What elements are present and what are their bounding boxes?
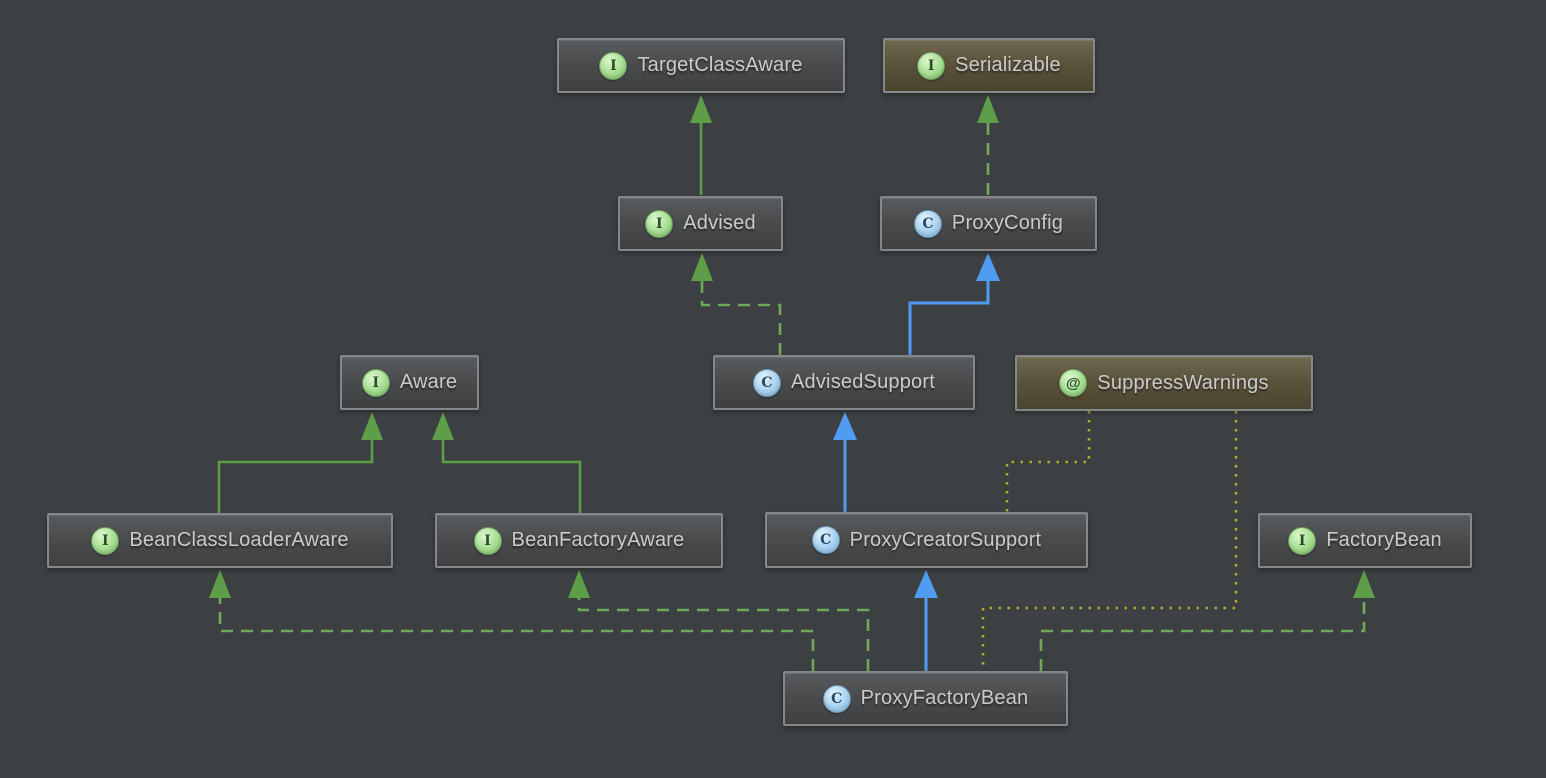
class-node-suppresswarnings[interactable]: @ SuppressWarnings <box>1015 355 1313 411</box>
interface-icon: I <box>645 209 674 238</box>
class-name-label: TargetClassAware <box>637 54 803 76</box>
class-icon: C <box>752 368 781 397</box>
class-name-label: AdvisedSupport <box>790 371 935 393</box>
class-node-beanfactoryaware[interactable]: I BeanFactoryAware <box>435 513 723 568</box>
edge-beanclassloaderaware-extends-aware[interactable] <box>217 412 383 513</box>
edge-proxycreatorsupport-extends-advisedsupport[interactable] <box>833 412 857 513</box>
edge-proxyfactorybean-implements-beanclassloaderaware[interactable] <box>209 570 815 671</box>
class-name-label: Aware <box>399 371 458 393</box>
class-node-targetclassaware[interactable]: I TargetClassAware <box>557 38 845 93</box>
interface-icon: I <box>1288 526 1317 555</box>
class-node-aware[interactable]: I Aware <box>340 355 479 410</box>
edge-proxyfactorybean-implements-factorybean[interactable] <box>1039 570 1375 671</box>
class-name-label: FactoryBean <box>1326 529 1442 551</box>
class-node-proxyfactorybean[interactable]: C ProxyFactoryBean <box>783 671 1068 726</box>
class-icon: C <box>913 209 942 238</box>
class-name-label: ProxyConfig <box>951 212 1064 234</box>
edge-advisedsupport-implements-advised[interactable] <box>691 253 782 355</box>
interface-icon: I <box>599 51 628 80</box>
class-node-advisedsupport[interactable]: C AdvisedSupport <box>713 355 975 410</box>
class-node-factorybean[interactable]: I FactoryBean <box>1258 513 1472 568</box>
class-name-label: BeanClassLoaderAware <box>129 529 349 551</box>
edge-proxyfactorybean-extends-proxycreatorsupport[interactable] <box>914 570 938 671</box>
class-icon: C <box>811 526 840 554</box>
class-name-label: SuppressWarnings <box>1097 371 1269 394</box>
edge-advisedsupport-extends-proxyconfig[interactable] <box>908 253 1000 355</box>
edge-advised-extends-targetclassaware[interactable] <box>690 95 712 195</box>
class-name-label: Advised <box>683 212 756 234</box>
class-node-serializable[interactable]: I Serializable <box>883 38 1095 93</box>
interface-icon: I <box>473 526 502 555</box>
class-node-proxycreatorsupport[interactable]: C ProxyCreatorSupport <box>765 512 1088 568</box>
annotation-icon: @ <box>1059 369 1088 397</box>
class-node-proxyconfig[interactable]: C ProxyConfig <box>880 196 1097 251</box>
class-name-label: ProxyFactoryBean <box>860 687 1029 709</box>
class-name-label: Serializable <box>955 54 1061 76</box>
class-node-beanclassloaderaware[interactable]: I BeanClassLoaderAware <box>47 513 393 568</box>
edge-proxyfactorybean-implements-beanfactoryaware[interactable] <box>568 570 870 671</box>
interface-icon: I <box>91 526 120 555</box>
edge-suppresswarnings-annotates-proxycreatorsupport[interactable] <box>1005 411 1091 512</box>
edge-proxyconfig-implements-serializable[interactable] <box>977 95 999 195</box>
class-name-label: BeanFactoryAware <box>511 529 685 551</box>
edge-beanfactoryaware-extends-aware[interactable] <box>432 412 582 513</box>
class-icon: C <box>822 684 851 713</box>
class-name-label: ProxyCreatorSupport <box>849 528 1042 551</box>
class-node-advised[interactable]: I Advised <box>618 196 783 251</box>
interface-icon: I <box>917 51 946 80</box>
interface-icon: I <box>361 368 390 397</box>
